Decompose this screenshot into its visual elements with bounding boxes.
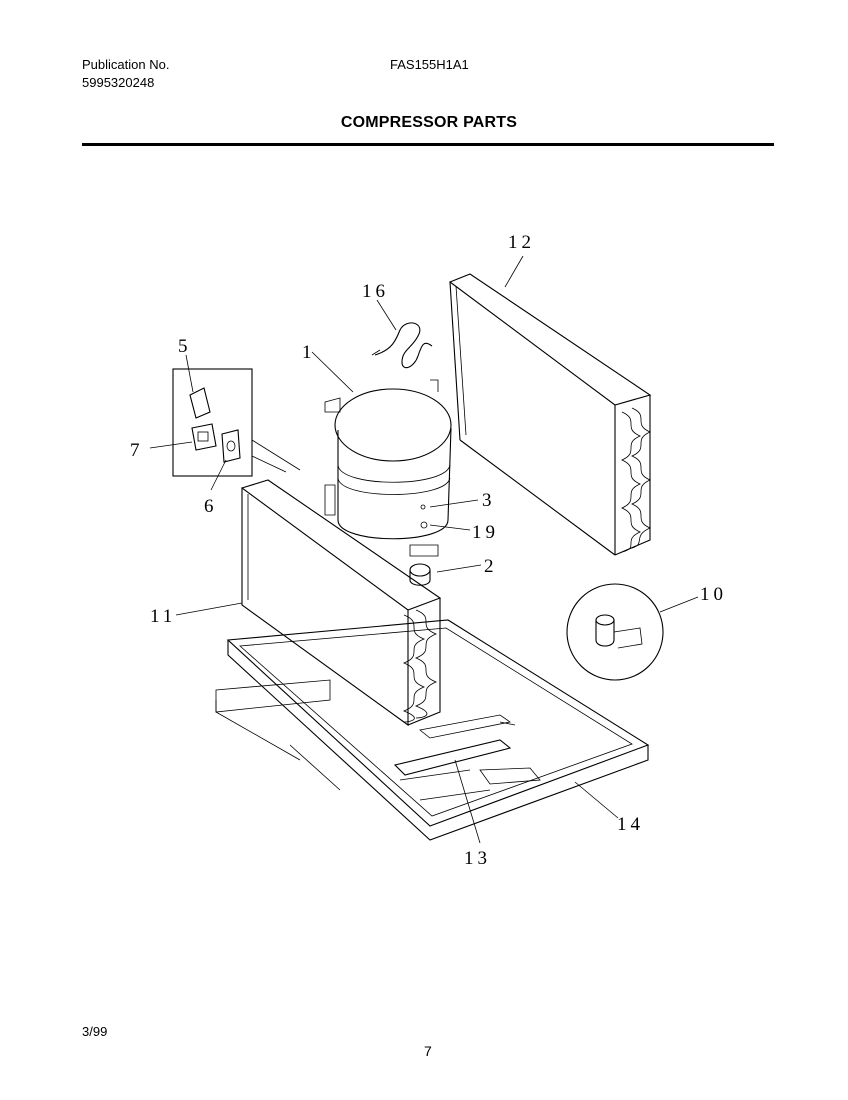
leader-lines [149,255,699,844]
callout-14: 14 [617,814,644,835]
section-title: COMPRESSOR PARTS [340,114,518,131]
condenser-coil-part [448,273,652,556]
header-rule [82,143,774,146]
callout-6: 6 [204,496,214,517]
publication-number: 5995320248 [82,75,155,90]
callout-10: 10 [700,584,727,605]
callout-11: 11 [150,606,176,627]
callout-5: 5 [178,336,188,357]
callout-1: 1 [302,342,312,363]
tray-part [393,714,516,776]
publication-label: Publication No. [82,57,170,72]
callout-2: 2 [484,556,494,577]
callout-19: 19 [472,522,499,543]
grommet-part [409,563,431,586]
revision-date: 3/99 [82,1024,108,1039]
evaporator-coil-part [240,479,442,727]
model-number: FAS155H1A1 [390,57,469,72]
tubing-part [371,322,433,369]
callout-13: 13 [464,848,491,869]
callout-3: 3 [482,490,492,511]
callout-labels: 1 2 3 5 6 7 10 11 12 13 14 16 19 [130,232,727,869]
compressor-part [324,379,452,557]
inset-circle [566,583,664,681]
callout-12: 12 [508,232,535,253]
page-number: 7 [424,1043,432,1059]
callout-16: 16 [362,281,389,302]
base-pan-part [215,619,650,841]
callout-7: 7 [130,440,140,461]
inset-box [172,368,301,477]
